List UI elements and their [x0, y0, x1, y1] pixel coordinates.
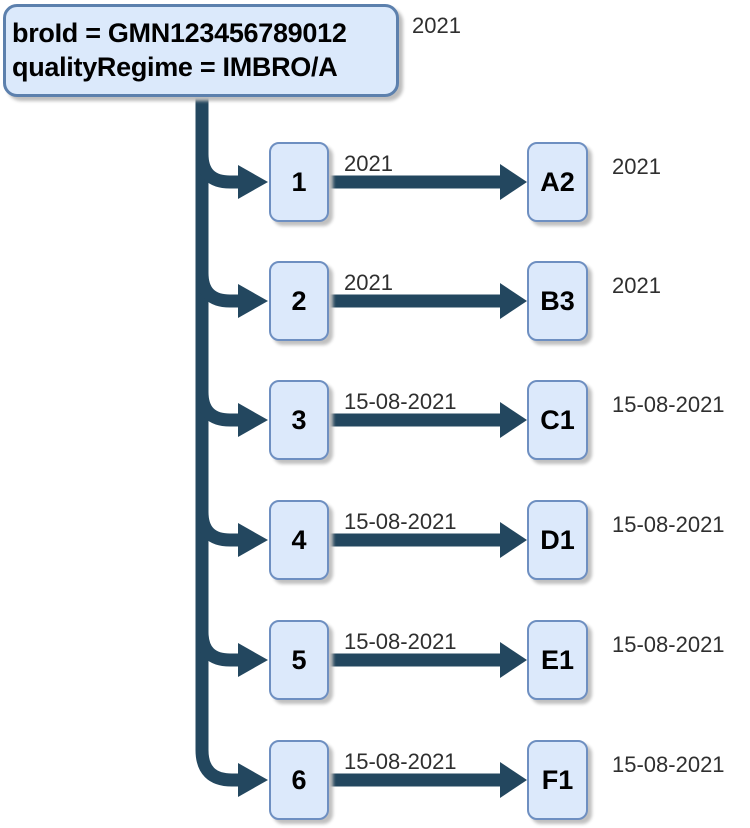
period-node-6[interactable]: 6 — [269, 740, 329, 820]
edge-date-label: 15-08-2021 — [344, 509, 457, 534]
period-node-4[interactable]: 4 — [269, 500, 329, 580]
root-node[interactable]: broId = GMN123456789012 qualityRegime = … — [3, 4, 399, 97]
period-node-3[interactable]: 3 — [269, 380, 329, 460]
branch-connector — [195, 251, 240, 308]
node-date-label: 15-08-2021 — [612, 392, 725, 417]
node-date-label: 2021 — [612, 154, 661, 179]
root-node-broid: broId = GMN123456789012 — [12, 18, 347, 48]
arrowhead-icon — [238, 284, 268, 318]
branch-row-3: 3 15-08-2021 C1 15-08-2021 — [0, 380, 750, 460]
arrowhead-icon — [238, 523, 268, 557]
result-node-e1[interactable]: E1 — [527, 620, 588, 700]
node-date-label: 2021 — [612, 273, 661, 298]
result-node-a2[interactable]: A2 — [527, 142, 588, 222]
root-year-label: 2021 — [412, 13, 461, 38]
result-node-d1[interactable]: D1 — [527, 500, 588, 580]
arrowhead-icon — [500, 283, 527, 319]
node-date-label: 15-08-2021 — [612, 752, 725, 777]
result-node-f1[interactable]: F1 — [527, 740, 588, 820]
branch-row-5: 5 15-08-2021 E1 15-08-2021 — [0, 620, 750, 700]
branch-connector — [195, 370, 240, 427]
result-node-c1[interactable]: C1 — [527, 380, 588, 460]
edge-date-label: 2021 — [344, 270, 393, 295]
trunk-connector — [195, 94, 240, 787]
branch-row-2: 2 2021 B3 2021 — [0, 261, 750, 341]
period-node-1[interactable]: 1 — [269, 142, 329, 222]
node-date-label: 15-08-2021 — [612, 632, 725, 657]
edge-date-label: 2021 — [344, 151, 393, 176]
arrowhead-icon — [238, 763, 268, 797]
root-node-quality-regime: qualityRegime = IMBRO/A — [12, 52, 338, 82]
branch-connector — [195, 490, 240, 547]
period-node-2[interactable]: 2 — [269, 261, 329, 341]
arrowhead-icon — [500, 642, 527, 678]
result-node-b3[interactable]: B3 — [527, 261, 588, 341]
edge-date-label: 15-08-2021 — [344, 749, 457, 774]
edge-date-label: 15-08-2021 — [344, 629, 457, 654]
edge-date-label: 15-08-2021 — [344, 389, 457, 414]
arrowhead-icon — [238, 403, 268, 437]
arrowhead-icon — [500, 164, 527, 200]
branch-row-6: 6 15-08-2021 F1 15-08-2021 — [0, 740, 750, 820]
arrowhead-icon — [500, 762, 527, 798]
arrowhead-icon — [238, 643, 268, 677]
arrowhead-icon — [238, 165, 268, 199]
arrowhead-icon — [500, 402, 527, 438]
branch-connector — [195, 610, 240, 667]
period-node-5[interactable]: 5 — [269, 620, 329, 700]
branch-row-1: 1 2021 A2 2021 — [0, 142, 750, 222]
branch-row-4: 4 15-08-2021 D1 15-08-2021 — [0, 500, 750, 580]
node-date-label: 15-08-2021 — [612, 512, 725, 537]
branch-connector — [195, 132, 240, 189]
arrowhead-icon — [500, 522, 527, 558]
